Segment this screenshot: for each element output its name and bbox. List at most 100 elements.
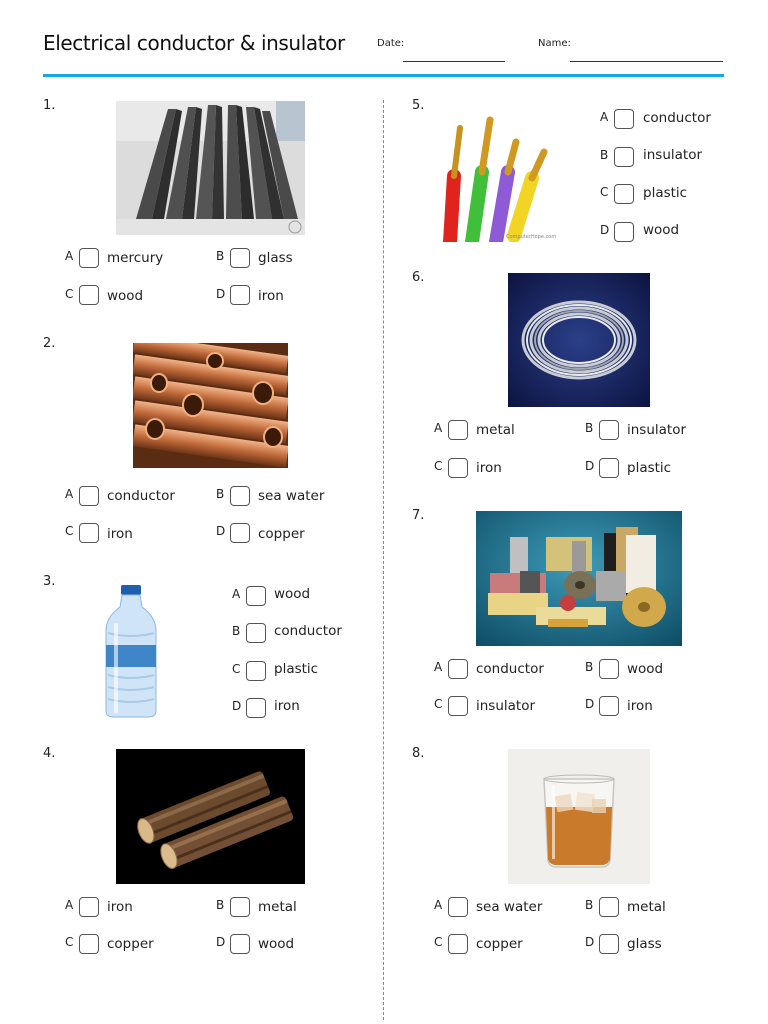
answer-checkbox[interactable] [448,659,468,679]
option-letter: D [585,459,595,473]
option-letter: C [65,524,74,538]
copper-pipes-photo [133,343,288,468]
answer-checkbox[interactable] [230,523,250,543]
answer-checkbox[interactable] [599,420,619,440]
option-text: plastic [274,661,319,677]
option-text: sea water [476,899,543,915]
answer-checkbox[interactable] [246,661,266,681]
option-text: iron [107,526,133,542]
option-letter: C [434,935,443,949]
answer-checkbox[interactable] [448,458,468,478]
date-label: Date: [377,38,405,49]
image-watermark: ComputerHope.com [506,234,557,240]
answer-checkbox[interactable] [599,696,619,716]
answer-checkbox[interactable] [230,285,250,305]
question-number: 7. [412,508,425,523]
answer-checkbox[interactable] [599,934,619,954]
option-text: copper [107,936,154,952]
option-letter: A [65,487,74,501]
page-title: Electrical conductor & insulator [43,31,345,55]
option-text: wood [643,222,680,238]
option-text: conductor [476,661,544,677]
answer-checkbox[interactable] [79,897,99,917]
option-text: conductor [107,488,175,504]
option-letter: A [232,587,241,601]
answer-checkbox[interactable] [599,897,619,917]
answer-checkbox[interactable] [79,934,99,954]
option-text: iron [107,899,133,915]
option-letter: C [600,185,609,199]
answer-checkbox[interactable] [79,486,99,506]
option-letter: B [216,249,225,263]
option-text: wood [107,288,144,304]
option-letter: C [434,459,443,473]
answer-checkbox[interactable] [230,248,250,268]
option-letter: D [585,697,595,711]
option-text: wood [627,661,664,677]
option-text: glass [627,936,662,952]
option-text: iron [476,460,502,476]
answer-checkbox[interactable] [79,523,99,543]
option-text: iron [274,698,300,714]
insulation-materials-photo [476,511,682,646]
option-letter: A [434,421,443,435]
answer-checkbox[interactable] [599,659,619,679]
option-letter: B [232,624,241,638]
option-letter: C [65,287,74,301]
option-text: sea water [258,488,325,504]
option-letter: D [232,699,242,713]
answer-checkbox[interactable] [246,623,266,643]
option-text: insulator [627,422,687,438]
steel-angle-bars-photo [116,101,305,235]
answer-checkbox[interactable] [79,248,99,268]
question-number: 1. [43,98,56,113]
answer-checkbox[interactable] [614,109,634,129]
answer-checkbox[interactable] [599,458,619,478]
answer-checkbox[interactable] [230,897,250,917]
insulated-wires-photo: ComputerHope.com [436,106,560,242]
answer-checkbox[interactable] [614,147,634,167]
option-letter: B [585,660,594,674]
option-letter: B [216,898,225,912]
option-letter: A [65,249,74,263]
option-letter: D [585,935,595,949]
answer-checkbox[interactable] [448,420,468,440]
option-letter: A [600,110,609,124]
answer-checkbox[interactable] [448,897,468,917]
answer-checkbox[interactable] [79,285,99,305]
answer-checkbox[interactable] [230,934,250,954]
answer-checkbox[interactable] [448,696,468,716]
option-text: mercury [107,250,164,266]
answer-checkbox[interactable] [246,586,266,606]
option-text: insulator [643,147,703,163]
option-text: plastic [627,460,672,476]
answer-checkbox[interactable] [614,184,634,204]
option-letter: A [65,898,74,912]
answer-checkbox[interactable] [230,486,250,506]
option-letter: B [600,148,609,162]
name-field[interactable] [570,61,723,62]
option-text: conductor [274,623,342,639]
header-rule [43,74,724,77]
option-text: wood [274,586,311,602]
question-number: 2. [43,336,56,351]
option-letter: D [216,524,226,538]
question-number: 6. [412,270,425,285]
question-number: 8. [412,746,425,761]
option-text: metal [476,422,515,438]
name-label: Name: [538,38,571,49]
answer-checkbox[interactable] [614,222,634,242]
answer-checkbox[interactable] [246,698,266,718]
option-text: plastic [643,185,688,201]
option-text: copper [476,936,523,952]
option-letter: C [65,935,74,949]
option-letter: B [585,898,594,912]
wire-coil-photo [508,273,650,407]
column-divider [383,100,384,1020]
option-letter: D [216,287,226,301]
option-text: copper [258,526,305,542]
answer-checkbox[interactable] [448,934,468,954]
question-number: 3. [43,574,56,589]
date-field[interactable] [403,61,505,62]
question-number: 5. [412,98,425,113]
